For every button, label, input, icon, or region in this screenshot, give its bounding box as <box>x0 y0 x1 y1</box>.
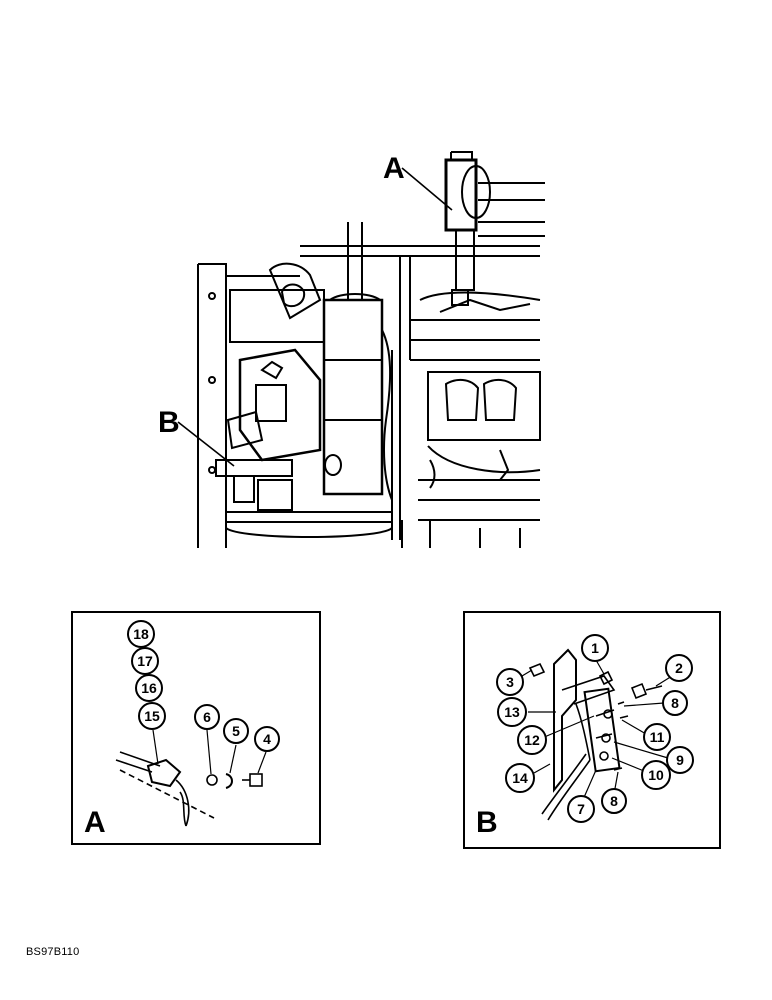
detail-b-drawing <box>528 648 663 821</box>
callout-14: 14 <box>505 763 535 793</box>
engine-compartment-drawing <box>197 151 545 548</box>
detail-a-callouts: 18 17 16 15 6 5 4 <box>127 620 280 752</box>
callout-5: 5 <box>223 718 249 744</box>
detail-b-frame <box>463 611 721 849</box>
callout-6: 6 <box>194 704 220 730</box>
svg-text:6: 6 <box>203 709 211 725</box>
detail-b-callouts: 1 2 3 8 13 11 12 9 <box>496 634 694 823</box>
callout-4: 4 <box>254 726 280 752</box>
detail-a-frame <box>71 611 321 845</box>
callout-12: 12 <box>517 725 547 755</box>
svg-text:1: 1 <box>591 640 599 656</box>
callout-10: 10 <box>641 760 671 790</box>
svg-text:17: 17 <box>137 653 153 669</box>
svg-text:12: 12 <box>524 732 540 748</box>
callout-8-lower: 8 <box>601 788 627 814</box>
svg-text:5: 5 <box>232 723 240 739</box>
svg-text:9: 9 <box>676 752 684 768</box>
svg-text:2: 2 <box>675 660 683 676</box>
main-label-a: A <box>383 152 405 185</box>
svg-text:14: 14 <box>512 770 528 786</box>
svg-text:18: 18 <box>133 626 149 642</box>
svg-text:7: 7 <box>577 801 585 817</box>
main-leader-a <box>401 167 453 211</box>
callout-9: 9 <box>666 746 694 774</box>
svg-text:8: 8 <box>671 695 679 711</box>
callout-3: 3 <box>496 668 524 696</box>
detail-b-letter: B <box>476 806 498 839</box>
callout-15: 15 <box>138 702 166 730</box>
svg-text:4: 4 <box>263 731 271 747</box>
detail-a-letter: A <box>84 806 106 839</box>
callout-11: 11 <box>643 723 671 751</box>
callout-13: 13 <box>497 697 527 727</box>
detail-a-drawing <box>115 751 263 827</box>
svg-text:13: 13 <box>504 704 520 720</box>
svg-text:10: 10 <box>648 767 664 783</box>
callout-1: 1 <box>581 634 609 662</box>
callout-8-upper: 8 <box>662 690 688 716</box>
callout-2: 2 <box>665 654 693 682</box>
main-leader-b <box>177 421 235 467</box>
svg-text:15: 15 <box>144 708 160 724</box>
detail-a-leaders <box>152 729 267 775</box>
callout-7: 7 <box>567 795 595 823</box>
callout-16: 16 <box>135 674 163 702</box>
callout-18: 18 <box>127 620 155 648</box>
figure-code: BS97B110 <box>26 946 80 958</box>
svg-text:3: 3 <box>506 674 514 690</box>
svg-text:16: 16 <box>141 680 157 696</box>
svg-text:11: 11 <box>650 729 665 745</box>
callout-17: 17 <box>131 647 159 675</box>
main-label-b: B <box>158 406 180 439</box>
svg-text:8: 8 <box>610 793 618 809</box>
